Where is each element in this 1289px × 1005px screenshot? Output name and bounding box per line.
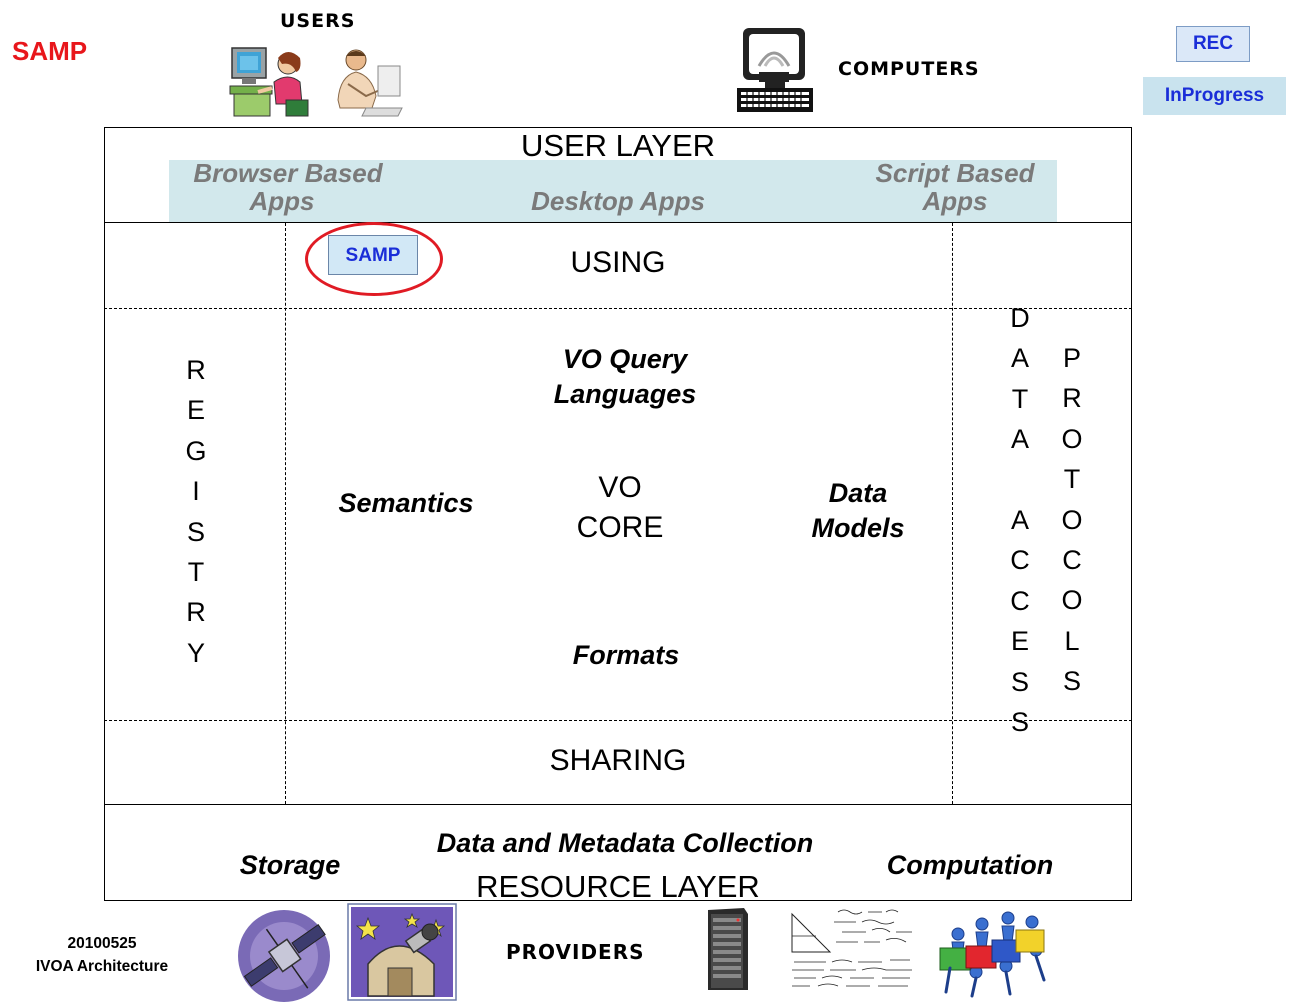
sharing-divider	[104, 720, 1132, 721]
satellite-icon	[238, 910, 330, 1002]
data-access-divider	[952, 223, 953, 804]
puzzle-people-icon	[939, 911, 1046, 998]
vo-core-label: VO CORE	[576, 471, 664, 544]
samp-highlight-circle	[305, 222, 443, 296]
desktop-apps-label: Desktop Apps	[531, 186, 705, 216]
data-metadata-collection-label: Data and Metadata Collection	[436, 828, 814, 858]
math-formulas-icon	[786, 906, 922, 992]
samp-title: SAMP	[12, 36, 88, 66]
footer-subtitle: IVOA Architecture	[35, 958, 169, 975]
computers-label: COMPUTERS	[838, 58, 980, 80]
footer-caption: 20100525 IVOA Architecture	[14, 932, 190, 978]
footer-date: 20100525	[67, 935, 137, 952]
using-title: USING	[570, 246, 666, 279]
architecture-frame	[104, 127, 1132, 901]
script-apps-label: Script Based Apps	[875, 158, 1035, 216]
semantics-label: Semantics	[338, 488, 474, 518]
observatory-icon	[347, 903, 457, 1001]
users-man-computer-icon	[337, 49, 403, 117]
computation-label: Computation	[886, 850, 1054, 880]
providers-label: PROVIDERS	[506, 940, 645, 964]
sharing-title: SHARING	[549, 744, 687, 777]
computer-terminal-icon	[737, 28, 813, 112]
users-label: USERS	[280, 10, 356, 32]
status-badge-rec: REC	[1176, 26, 1250, 62]
resource-layer-title: RESOURCE LAYER	[476, 869, 760, 904]
storage-label: Storage	[239, 850, 341, 880]
users-woman-computer-icon	[229, 47, 309, 117]
data-models-label: Data Models	[811, 478, 905, 543]
browser-apps-label: Browser Based Apps	[193, 158, 383, 216]
vo-query-languages-label: VO Query Languages	[553, 344, 697, 409]
user-layer-divider	[104, 222, 1132, 223]
server-rack-icon	[708, 908, 748, 990]
user-layer-band	[169, 160, 1057, 222]
resource-layer-divider	[104, 804, 1132, 805]
status-badge-inprogress: InProgress	[1143, 77, 1286, 115]
registry-divider	[285, 223, 286, 804]
using-divider	[104, 308, 1132, 309]
user-layer-title: USER LAYER	[520, 128, 716, 163]
formats-label: Formats	[572, 640, 680, 670]
